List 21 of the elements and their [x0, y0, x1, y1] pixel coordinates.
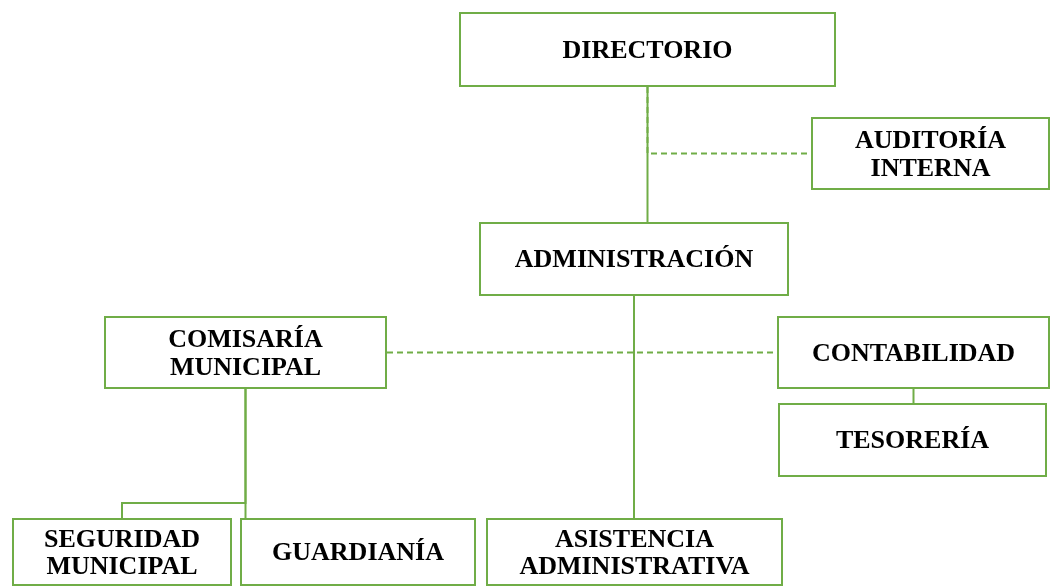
connector-line [912, 388, 915, 404]
org-box [104, 316, 387, 389]
org-box [811, 117, 1050, 190]
connector-line [633, 295, 635, 519]
unit-name: ASISTENCIA ADMINISTRATIVA [518, 524, 751, 580]
unit-name: TESORERÍA [835, 426, 990, 454]
org-box [240, 518, 476, 586]
unit-name: ADMINISTRACIÓN [514, 245, 754, 273]
unit-name: COMISARÍA MUNICIPAL [167, 325, 324, 380]
org-box [777, 316, 1050, 389]
unit-name: AUDITORÍA INTERNA [853, 126, 1008, 181]
unit-name: GUARDIANÍA [272, 538, 444, 566]
connector-line [244, 388, 247, 519]
org-box [479, 222, 789, 296]
org-box [778, 403, 1047, 477]
org-box [459, 12, 836, 87]
org-box [486, 518, 783, 586]
unit-name: CONTABILIDAD [811, 338, 1016, 367]
org-box [12, 518, 232, 586]
unit-name: DIRECTORIO [562, 35, 733, 64]
unit-name: SEGURIDAD MUNICIPAL [43, 524, 201, 580]
